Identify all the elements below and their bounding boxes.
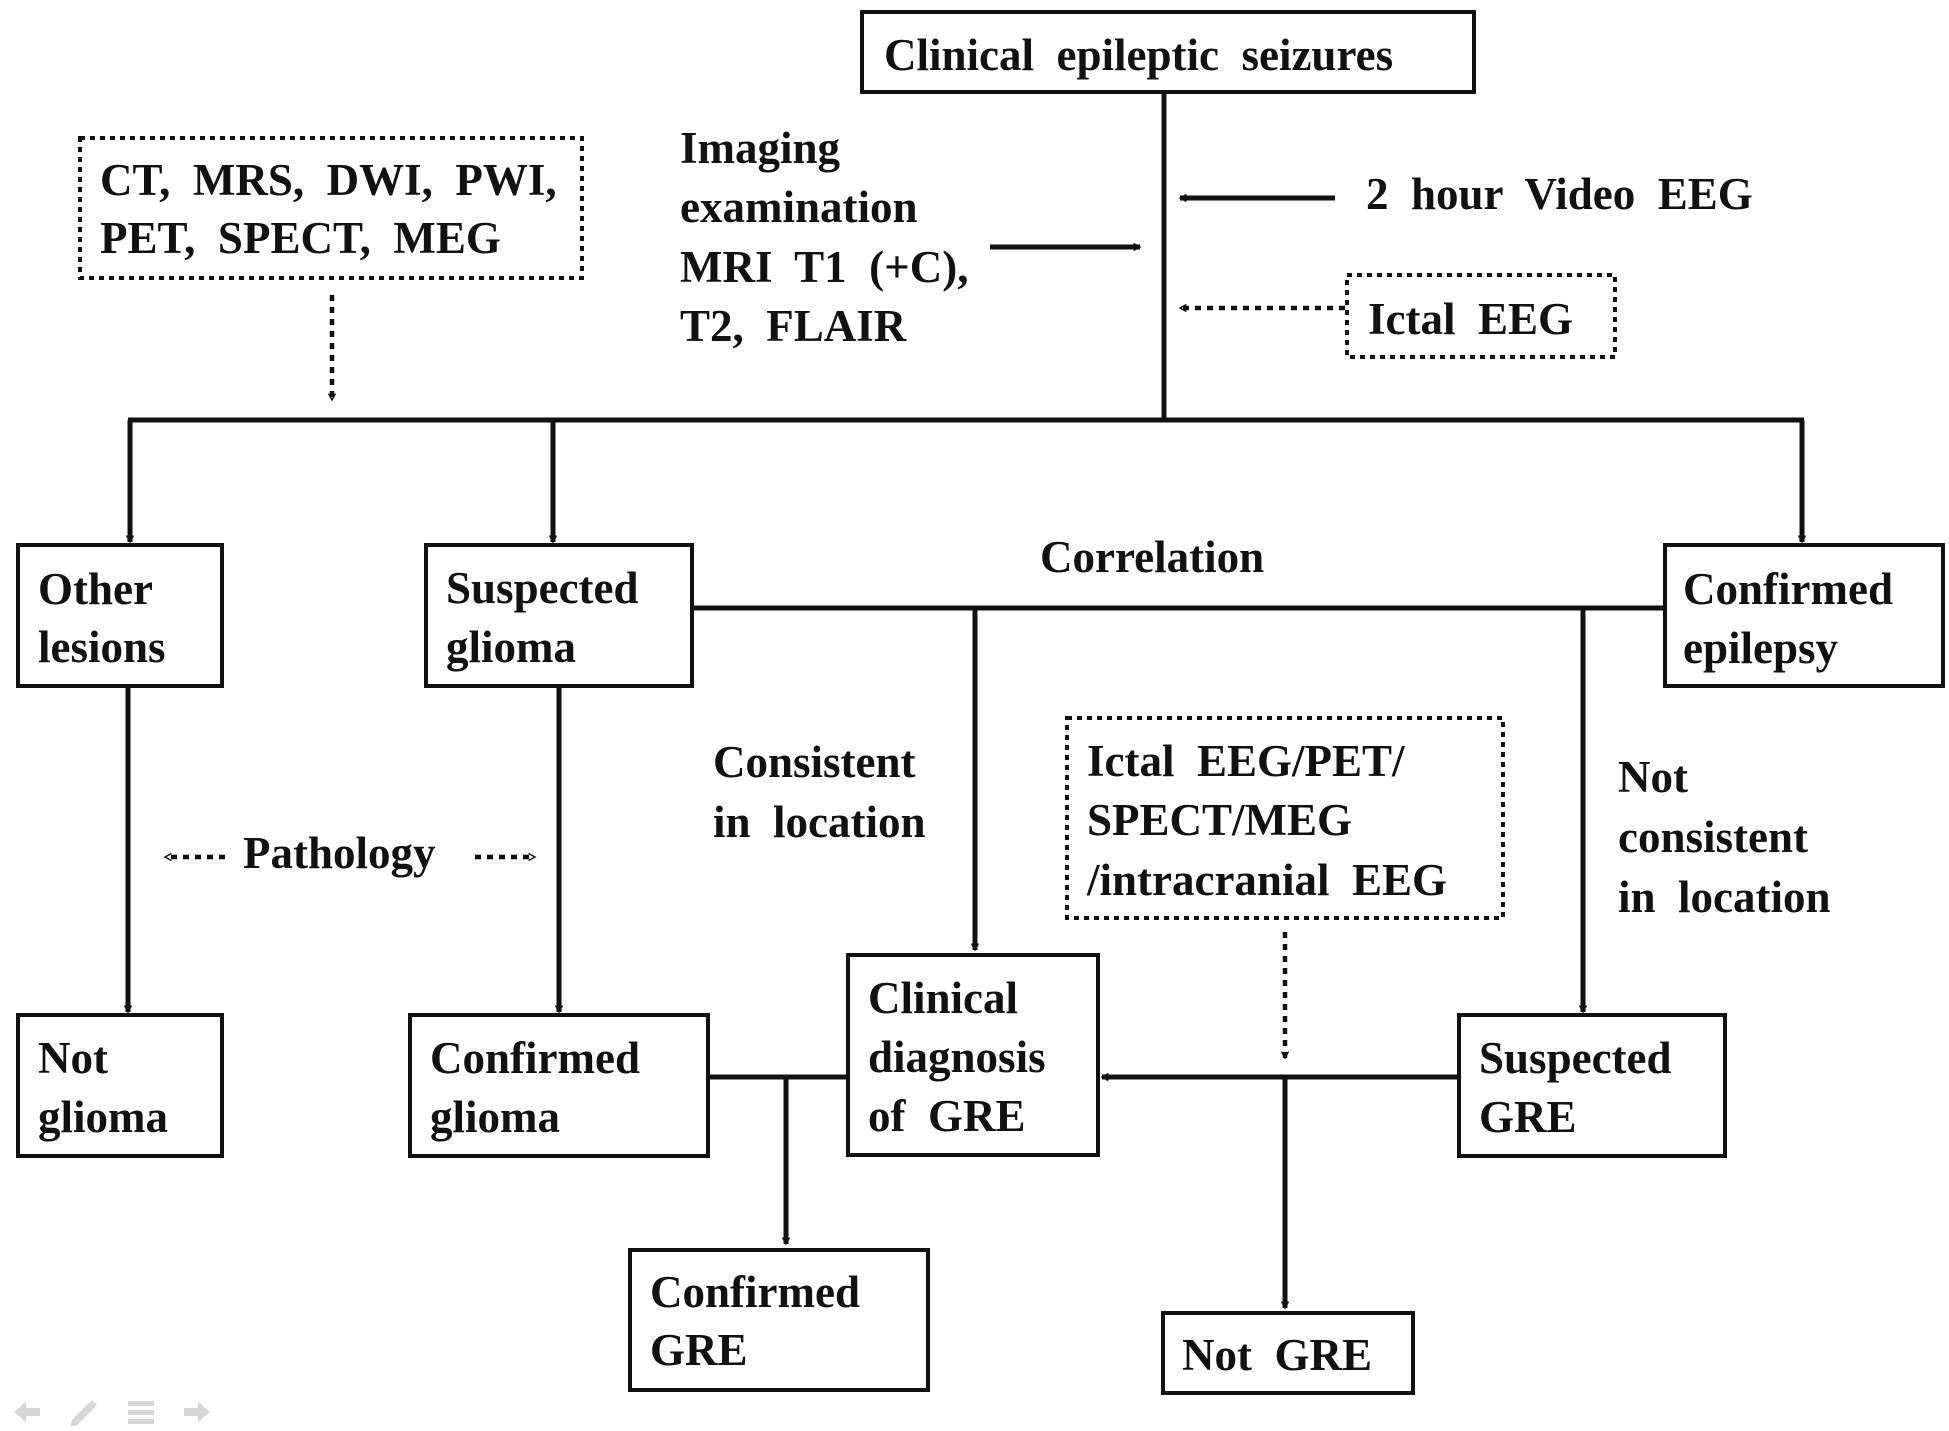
svg-text:glioma: glioma (430, 1092, 560, 1142)
node-clinical-diagnosis-of-gre: Clinical diagnosis of GRE (846, 953, 1100, 1157)
svg-text:Not: Not (38, 1033, 108, 1083)
node-suspected-glioma: Suspected glioma (424, 543, 694, 688)
label-correlation: Correlation (1040, 532, 1264, 582)
pen-icon[interactable] (70, 1400, 97, 1427)
node-confirmed-epilepsy: Confirmed epilepsy (1663, 543, 1945, 688)
node-label-line-2: PET, SPECT, MEG (100, 213, 501, 263)
svg-text:GRE: GRE (1479, 1092, 1577, 1142)
svg-text:Confirmed: Confirmed (430, 1033, 640, 1083)
svg-text:diagnosis: diagnosis (868, 1032, 1046, 1082)
connectors (123, 94, 1807, 1310)
svg-text:GRE: GRE (650, 1325, 748, 1375)
node-label: Clinical epileptic seizures (884, 30, 1393, 80)
label-pathology: Pathology (243, 828, 436, 878)
svg-text:epilepsy: epilepsy (1683, 623, 1839, 673)
svg-text:T2, FLAIR: T2, FLAIR (680, 301, 907, 351)
svg-text:MRI T1 (+C),: MRI T1 (+C), (680, 242, 969, 292)
menu-icon[interactable] (128, 1401, 154, 1424)
svg-text:in location: in location (1618, 872, 1831, 922)
node-ictal-eeg: Ictal EEG (1345, 273, 1617, 359)
label-imaging-examination: Imaging examination MRI T1 (+C), T2, FLA… (680, 123, 969, 351)
node-clinical-epileptic-seizures: Clinical epileptic seizures (860, 10, 1476, 94)
svg-text:Not GRE: Not GRE (1182, 1330, 1372, 1380)
node-other-imaging-modalities: CT, MRS, DWI, PWI, PET, SPECT, MEG (78, 136, 584, 280)
svg-text:lesions: lesions (38, 622, 166, 672)
node-confirmed-glioma: Confirmed glioma (408, 1013, 710, 1158)
prev-arrow-icon[interactable] (14, 1402, 40, 1422)
node-confirmed-gre: Confirmed GRE (628, 1248, 930, 1392)
node-label: Ictal EEG (1368, 294, 1573, 344)
svg-text:Confirmed: Confirmed (1683, 564, 1893, 614)
node-not-gre: Not GRE (1161, 1311, 1415, 1395)
svg-text:Other: Other (38, 564, 153, 614)
svg-text:examination: examination (680, 182, 918, 232)
svg-text:SPECT/MEG: SPECT/MEG (1087, 795, 1352, 845)
svg-text:consistent: consistent (1618, 812, 1808, 862)
node-other-lesions: Other lesions (16, 543, 224, 688)
svg-text:Confirmed: Confirmed (650, 1267, 860, 1317)
slide-nav-controls (14, 1400, 210, 1427)
svg-text:in location: in location (713, 797, 926, 847)
svg-text:Not: Not (1618, 752, 1688, 802)
svg-text:Suspected: Suspected (446, 563, 639, 613)
svg-text:Consistent: Consistent (713, 737, 916, 787)
label-video-eeg: 2 hour Video EEG (1366, 169, 1753, 219)
svg-text:glioma: glioma (446, 622, 576, 672)
svg-text:Imaging: Imaging (680, 123, 841, 173)
node-further-tests: Ictal EEG/PET/ SPECT/MEG /intracranial E… (1065, 716, 1505, 920)
node-suspected-gre: Suspected GRE (1457, 1013, 1727, 1158)
svg-text:/intracranial EEG: /intracranial EEG (1086, 855, 1447, 905)
svg-text:Clinical: Clinical (868, 973, 1018, 1023)
label-not-consistent-in-location: Not consistent in location (1618, 752, 1831, 922)
svg-text:Suspected: Suspected (1479, 1033, 1672, 1083)
svg-text:Ictal EEG/PET/: Ictal EEG/PET/ (1087, 736, 1405, 786)
node-label-line-1: CT, MRS, DWI, PWI, (100, 155, 557, 205)
svg-text:glioma: glioma (38, 1092, 168, 1142)
label-consistent-in-location: Consistent in location (713, 737, 926, 847)
next-arrow-icon[interactable] (184, 1402, 210, 1422)
node-not-glioma: Not glioma (16, 1013, 224, 1158)
svg-text:of GRE: of GRE (868, 1091, 1026, 1141)
